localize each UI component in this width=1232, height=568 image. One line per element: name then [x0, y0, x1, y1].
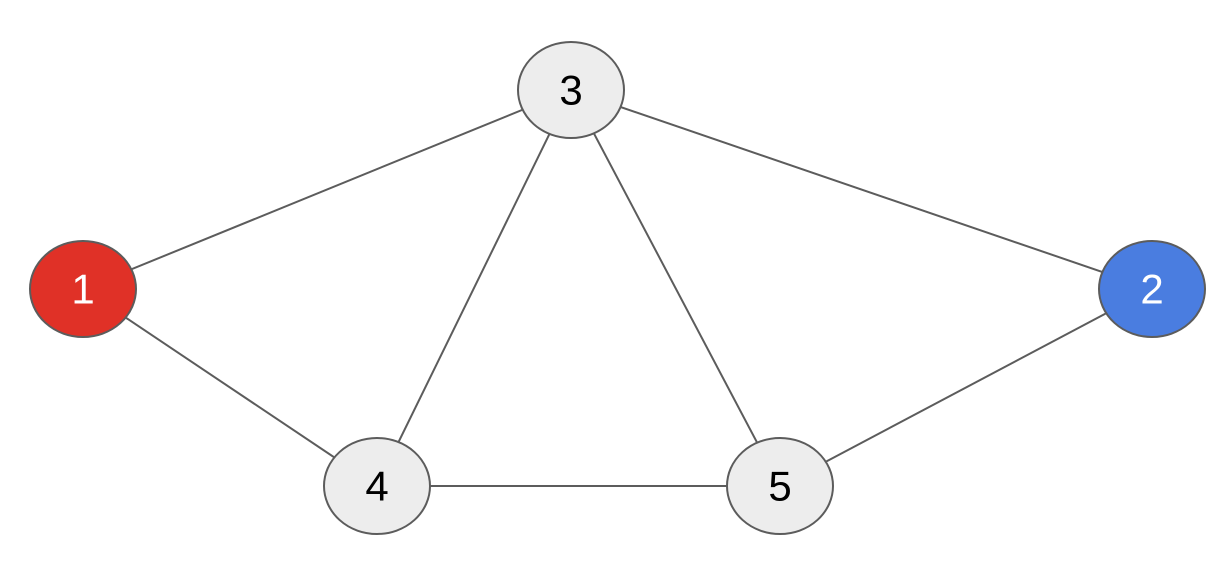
node-2[interactable]: 2	[1098, 240, 1206, 338]
node-4-shape	[323, 437, 431, 535]
node-2-shape	[1098, 240, 1206, 338]
node-1-shape	[29, 240, 137, 338]
node-1[interactable]: 1	[29, 240, 137, 338]
node-5-shape	[726, 437, 834, 535]
edge-1-3[interactable]	[82, 89, 572, 290]
edge-3-4[interactable]	[376, 89, 572, 487]
edge-3-5[interactable]	[570, 89, 781, 487]
edge-3-2[interactable]	[570, 89, 1153, 290]
node-3[interactable]: 3	[517, 41, 625, 139]
edge-1-4[interactable]	[82, 288, 378, 487]
node-4[interactable]: 4	[323, 437, 431, 535]
node-3-shape	[517, 41, 625, 139]
node-5[interactable]: 5	[726, 437, 834, 535]
edge-5-2[interactable]	[779, 288, 1153, 487]
